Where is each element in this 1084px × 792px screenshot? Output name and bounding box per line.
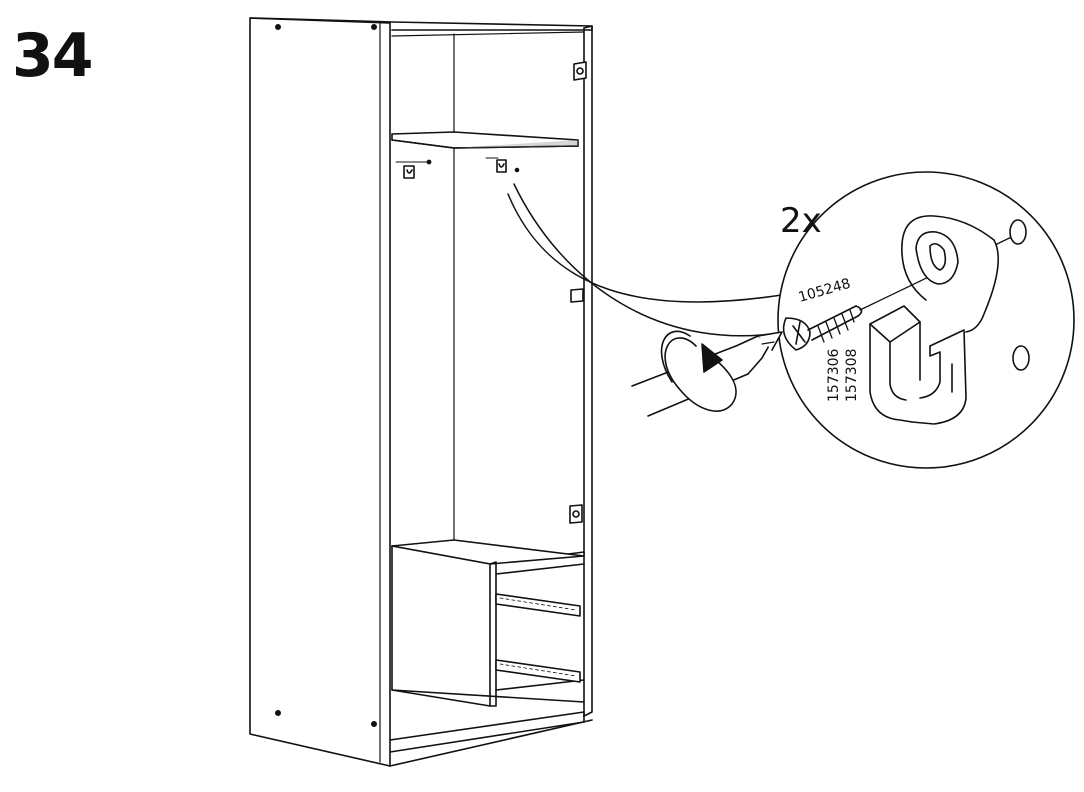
plinth — [389, 711, 585, 753]
drawer-runner-top — [495, 593, 581, 617]
drawer — [391, 539, 585, 707]
rail-holder-part-number-2: 157308 — [844, 349, 860, 402]
wardrobe-carcass — [249, 17, 593, 767]
pointer-arc — [507, 183, 801, 337]
top-panel — [249, 17, 593, 31]
rail-holder-right — [485, 157, 520, 173]
rail-holder-icon — [869, 215, 1000, 425]
rotation-arrow-icon — [660, 330, 737, 412]
rail-holder-left — [395, 159, 432, 179]
rail-holder-part-number-1: 157306 — [826, 348, 842, 402]
hinge-top — [573, 61, 587, 81]
hinge-bottom — [569, 504, 583, 524]
drawer-runner-bottom — [495, 659, 581, 683]
hinge-middle — [570, 288, 584, 303]
shelf — [391, 131, 579, 149]
quantity-label: 2x — [780, 201, 822, 241]
pre-drilled-hole-bottom — [1012, 345, 1030, 371]
right-side-panel — [583, 25, 593, 717]
detail-circle — [777, 171, 1075, 469]
drawer-front — [391, 545, 491, 707]
pre-drilled-hole-top — [1009, 219, 1027, 245]
step-number: 34 — [12, 21, 93, 91]
left-side-panel — [249, 17, 391, 767]
